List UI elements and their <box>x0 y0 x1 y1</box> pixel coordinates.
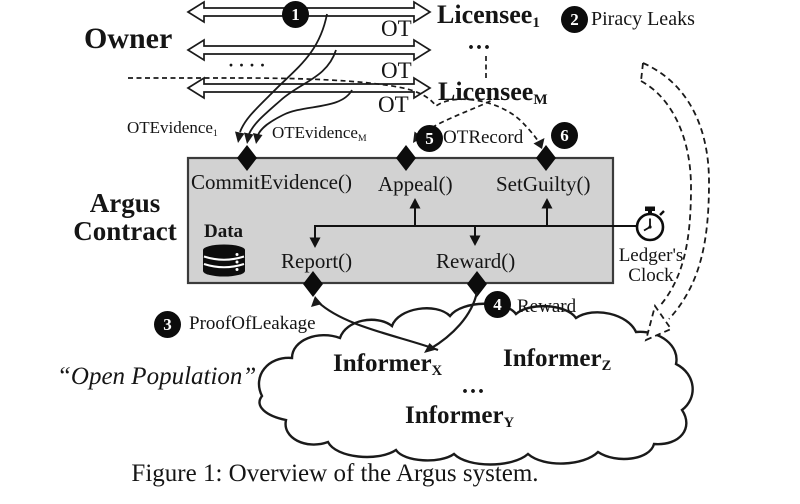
owner-tx-dashed-line <box>128 77 541 145</box>
ot-channel-arrows <box>186 0 432 100</box>
database-icon <box>203 244 245 277</box>
reward-label: Reward <box>517 296 577 317</box>
ledgers-clock-label-line1: Ledger's <box>618 245 684 266</box>
piracy-leaks-label: Piracy Leaks <box>591 8 695 30</box>
argus-contract-name-line1: Argus <box>89 188 161 218</box>
report-fn-label: Report() <box>281 249 353 273</box>
owner-label: Owner <box>84 22 173 55</box>
leak-flow-dashed-arrow <box>640 62 710 342</box>
otevidenceM-label: OTEvidenceM <box>272 123 367 144</box>
argus-contract-box <box>186 156 615 285</box>
licensee1-label: Licensee1 <box>437 0 540 32</box>
otrecord-label: OTRecord <box>443 127 524 148</box>
proof-of-leakage-label: ProofOfLeakage <box>189 313 316 334</box>
otevidence-curves <box>239 13 353 136</box>
internal-flow-arrowheads <box>309 198 553 248</box>
reward-curve <box>429 291 479 350</box>
ot-label-1: OT <box>381 16 412 41</box>
commit-evidence-fn-label: CommitEvidence() <box>191 170 352 194</box>
informer-flow-arrowheads <box>311 296 437 353</box>
step-2-badge: 2 <box>561 6 588 33</box>
informerY-label: InformerY <box>405 402 515 432</box>
licenseeM-label: LicenseeM <box>438 77 548 109</box>
anchor-diamonds <box>237 145 556 297</box>
step-6-badge: 6 <box>551 122 578 149</box>
ledger-clock-stopwatch-icon <box>635 206 665 242</box>
argus-contract-name-line2: Contract <box>73 216 177 246</box>
setguilty-fn-label: SetGuilty() <box>496 172 591 196</box>
step-1-badge: 1 <box>282 1 309 28</box>
proof-of-leakage-curve <box>317 301 439 352</box>
appeal-fn-label: Appeal() <box>378 172 453 196</box>
informer-flow-curves <box>317 291 479 352</box>
step-5-badge: 5 <box>416 125 443 152</box>
figure-caption: Figure 1: Overview of the Argus system. <box>131 460 539 487</box>
informerX-label: InformerX <box>333 350 443 380</box>
reward-fn-label: Reward() <box>436 249 516 273</box>
otevidence-arrowheads <box>235 131 263 144</box>
informerZ-label: InformerZ <box>503 345 612 375</box>
licensees-ellipsis: ... <box>468 29 492 55</box>
ot-label-3: OT <box>378 92 409 117</box>
owner-rows-ellipsis: · · · · <box>228 55 266 75</box>
ot-arrow-row2 <box>186 38 432 62</box>
ot-label-2: OT <box>381 58 412 83</box>
ot-arrow-row1 <box>186 0 432 24</box>
data-label: Data <box>204 221 244 242</box>
step-4-badge: 4 <box>484 291 511 318</box>
step-3-badge: 3 <box>154 311 181 338</box>
ledgers-clock-label-line2: Clock <box>628 265 674 286</box>
otevidence1-label: OTEvidence1 <box>127 118 218 139</box>
population-cloud <box>257 302 694 466</box>
cloud-ellipsis: ... <box>462 373 486 399</box>
open-population-label: “Open Population” <box>57 363 257 390</box>
ot-arrow-row3 <box>186 76 432 100</box>
